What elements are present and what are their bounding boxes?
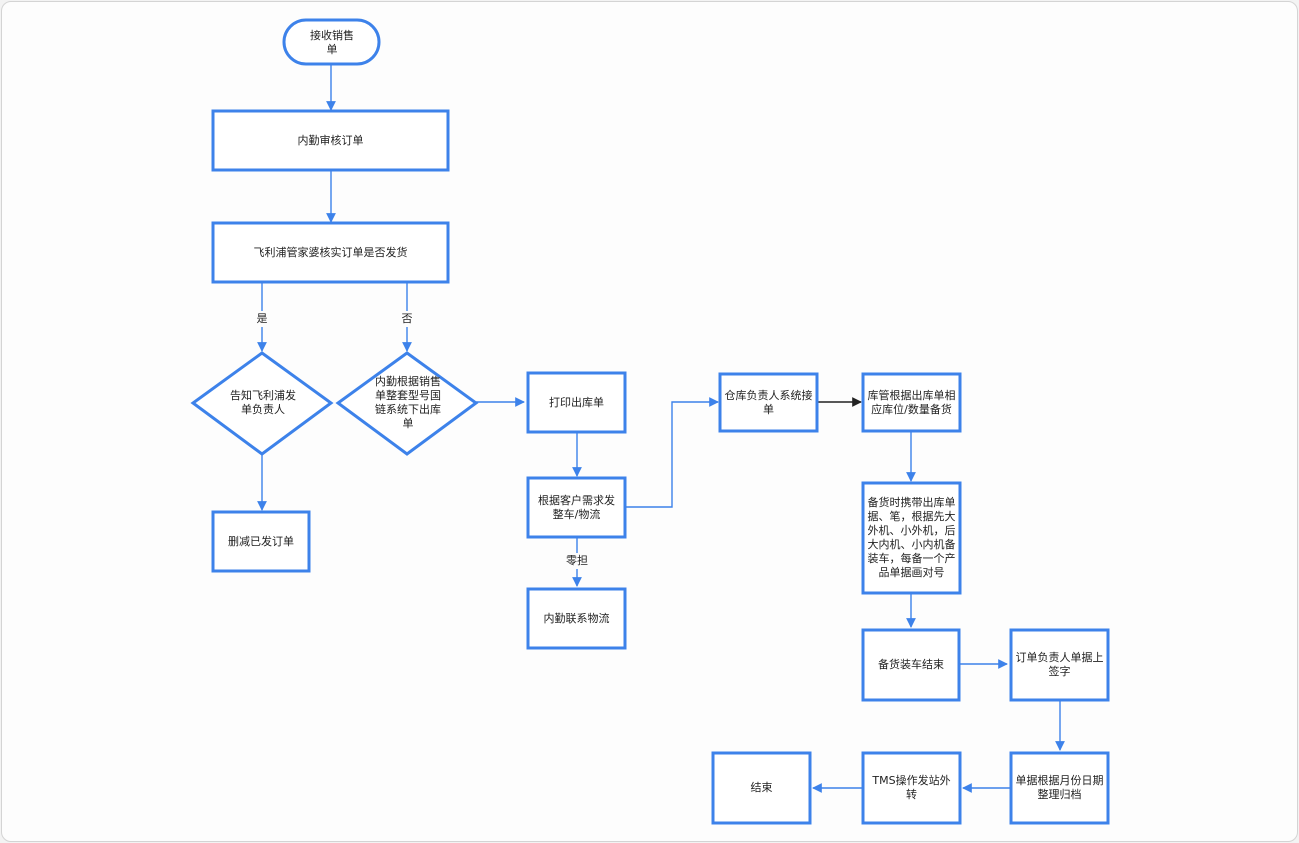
prepare-box-shape	[861, 372, 962, 433]
loaddone-box-shape	[861, 628, 961, 702]
contact-box-shape	[526, 587, 627, 650]
stocking-label: 备货时携带出库单据、笔，根据先大外机、小外机，后大内机、小内机备装车，每备一个产…	[867, 496, 956, 579]
issue-label: 内勤根据销售单整套型号国链系统下出库单	[375, 375, 441, 430]
prepare-label: 库管根据出库单相应库位/数量备货	[867, 388, 956, 416]
print-box-shape	[526, 371, 627, 434]
edge-arrange-warehouse	[625, 397, 719, 508]
review-box-shape	[211, 109, 450, 172]
stocking-box-shape	[861, 481, 962, 595]
sign-label: 订单负责人单据上签字	[1015, 651, 1104, 678]
delete-label: 删减已发订单	[228, 534, 294, 548]
end-box-shape	[711, 751, 812, 825]
edge-label-no: 否	[399, 311, 415, 327]
notify-label: 告知飞利浦发单负责人	[230, 389, 296, 416]
contact-label: 内勤联系物流	[543, 611, 610, 625]
end-label: 结束	[750, 781, 773, 794]
start-terminal-shape	[282, 18, 381, 66]
warehouse-box-shape	[718, 372, 819, 433]
start-label: 接收销售单	[310, 29, 354, 56]
arrange-box-shape	[526, 476, 627, 539]
warehouse-label: 仓库负责人系统接单	[724, 388, 813, 416]
verify-label: 飞利浦管家婆核实订单是否发货	[253, 245, 408, 259]
sign-box-shape	[1009, 628, 1110, 702]
edge-label-ld: 零担	[564, 553, 590, 569]
tms-box-shape	[861, 751, 962, 825]
loaddone-label: 备货装车结束	[878, 658, 944, 671]
delete-box-shape	[211, 510, 311, 573]
tms-label: TMS操作发站外转	[872, 774, 951, 801]
print-label: 打印出库单	[549, 395, 604, 409]
issue-diamond-shape	[335, 351, 479, 456]
archive-box-shape	[1009, 751, 1110, 825]
verify-box-shape	[211, 221, 450, 284]
archive-label: 单据根据月份日期整理归档	[1015, 774, 1104, 801]
arrange-label: 根据客户需求发整车/物流	[538, 493, 615, 521]
notify-diamond-shape	[190, 351, 334, 456]
review-label: 内勤审核订单	[297, 133, 364, 147]
edge-label-yes: 是	[254, 311, 270, 327]
